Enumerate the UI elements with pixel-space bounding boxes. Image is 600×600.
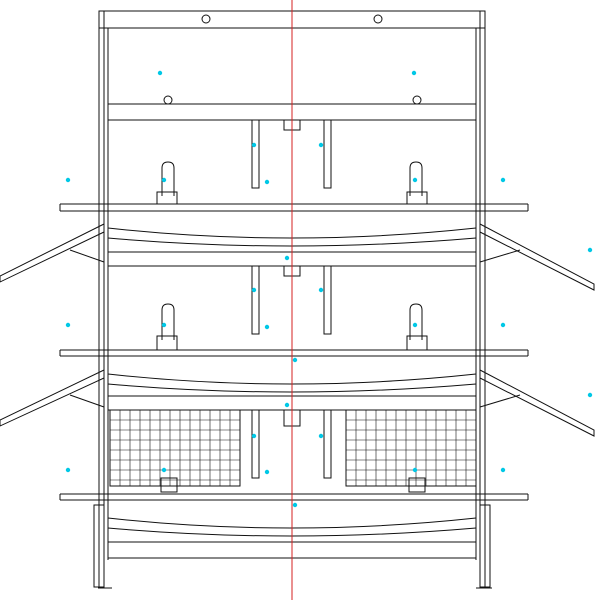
divider-post bbox=[324, 266, 331, 334]
tier-3 bbox=[60, 410, 528, 558]
top-bolt-left bbox=[202, 15, 210, 23]
drinker-pipe bbox=[409, 161, 423, 196]
mesh-grid-right bbox=[346, 410, 476, 486]
drinker-pipe bbox=[161, 161, 175, 196]
top-bolt-right bbox=[374, 15, 382, 23]
tier-1 bbox=[0, 96, 594, 290]
markers bbox=[65, 70, 593, 508]
feed-trough bbox=[107, 517, 477, 529]
egg-tray-left bbox=[0, 370, 104, 426]
egg-tray-left bbox=[0, 224, 104, 282]
hook-right bbox=[413, 96, 421, 104]
wire-mesh-panel-right bbox=[346, 410, 476, 486]
divider-post bbox=[324, 410, 331, 478]
feed-trough bbox=[107, 373, 477, 385]
egg-tray-right bbox=[480, 370, 594, 436]
divider-post bbox=[252, 410, 259, 478]
divider-post bbox=[252, 266, 259, 334]
wire-mesh-panel-left bbox=[110, 410, 240, 486]
mesh-grid-left bbox=[110, 410, 240, 486]
drinker-pipe bbox=[409, 303, 423, 340]
egg-tray-right bbox=[480, 224, 594, 290]
nipple-drinker bbox=[409, 478, 425, 492]
feed-trough bbox=[107, 227, 477, 239]
nipple-drinker bbox=[161, 478, 177, 492]
divider-post bbox=[324, 120, 331, 188]
divider-post bbox=[252, 120, 259, 188]
drinker-pipe bbox=[161, 303, 175, 340]
hook-left bbox=[164, 96, 172, 104]
support-leg bbox=[94, 505, 492, 588]
